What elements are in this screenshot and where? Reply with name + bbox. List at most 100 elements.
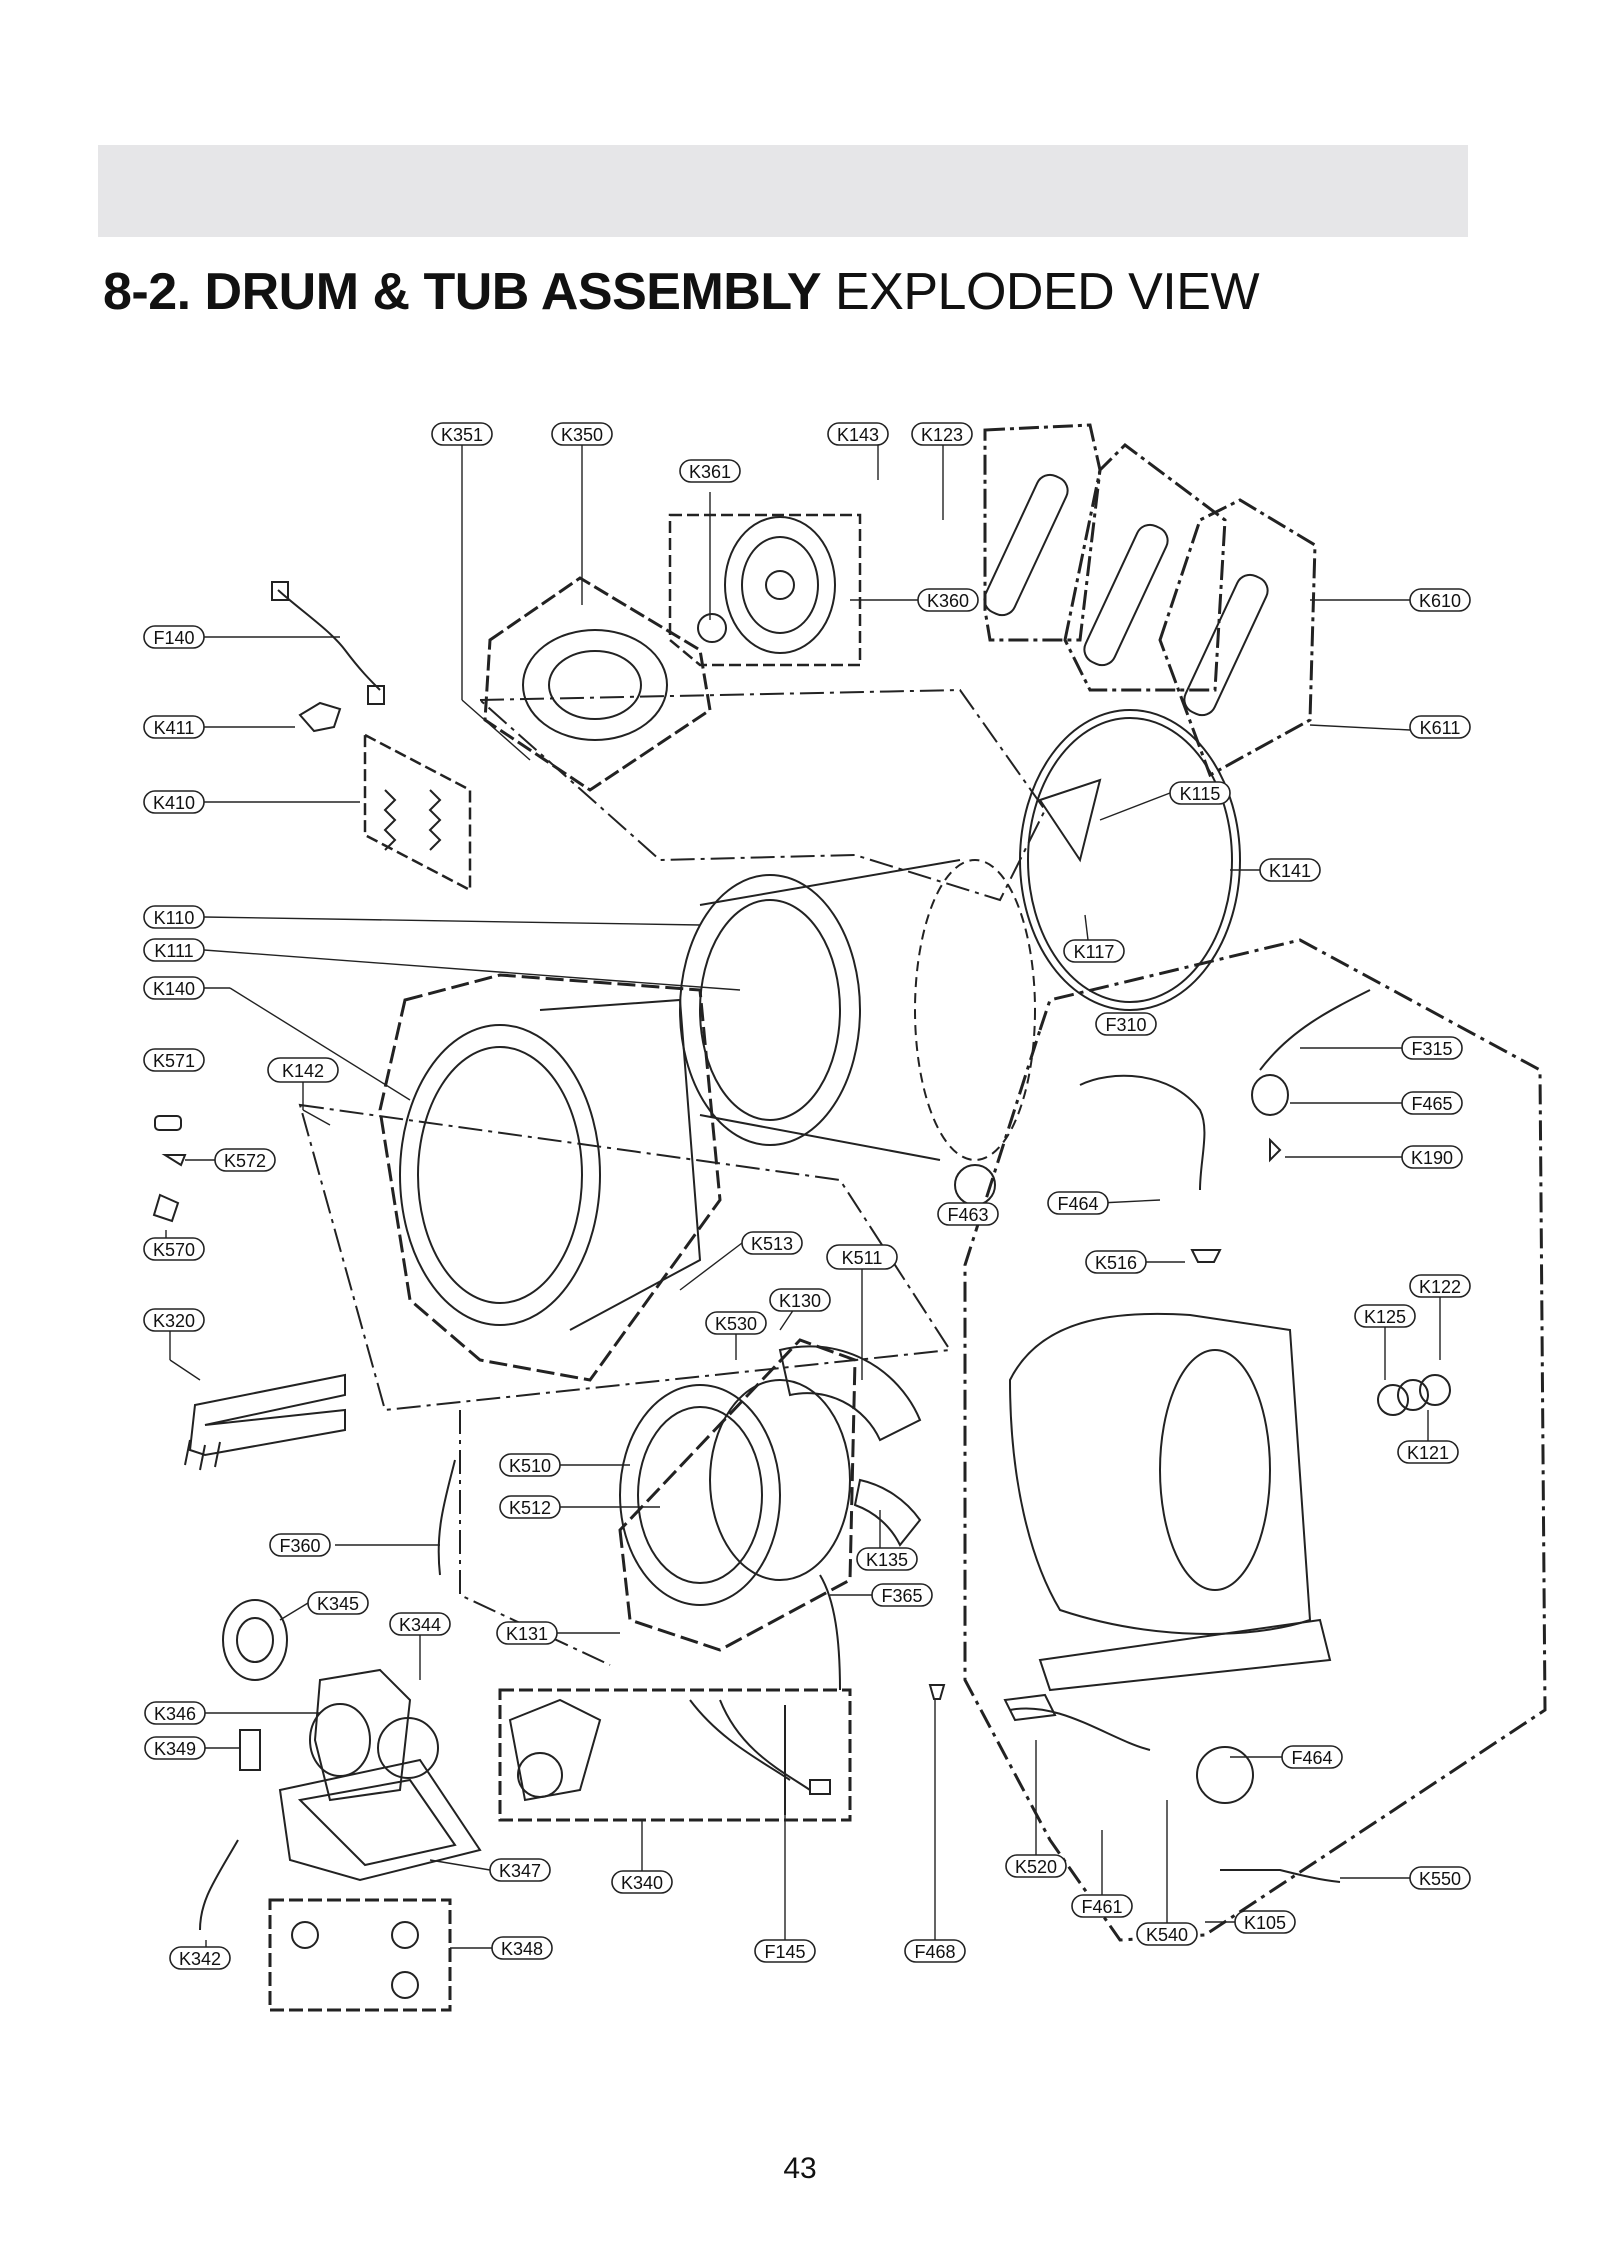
callout-K117: K117 — [1063, 939, 1125, 963]
callout-K110: K110 — [143, 905, 205, 929]
callout-K511-text: K511 — [842, 1248, 883, 1268]
callout-K411: K411 — [143, 715, 205, 739]
callout-K571: K571 — [143, 1048, 205, 1072]
callout-K122-text: K122 — [1419, 1277, 1461, 1297]
callout-K121-text: K121 — [1407, 1443, 1449, 1463]
callout-K140-text: K140 — [153, 979, 195, 999]
callout-F365-text: F365 — [881, 1586, 922, 1606]
callout-F461: F461 — [1071, 1894, 1133, 1918]
callout-K121: K121 — [1397, 1440, 1459, 1464]
callout-K530: K530 — [705, 1311, 767, 1335]
callout-F464-top: F464 — [1047, 1191, 1109, 1215]
callout-K320-text: K320 — [153, 1311, 195, 1331]
callout-K550: K550 — [1409, 1866, 1471, 1890]
callout-F315-text: F315 — [1411, 1039, 1452, 1059]
callout-F310-text: F310 — [1105, 1015, 1146, 1035]
callout-K143-text: K143 — [837, 425, 879, 445]
callout-F360: F360 — [269, 1533, 331, 1557]
callout-K345: K345 — [307, 1591, 369, 1615]
callout-K349-text: K349 — [154, 1739, 196, 1759]
callout-F464-bottom-text: F464 — [1291, 1748, 1332, 1768]
callout-K111-text: K111 — [154, 941, 193, 961]
callout-K361: K361 — [679, 459, 741, 483]
callout-K510: K510 — [499, 1453, 561, 1477]
callout-K115: K115 — [1169, 781, 1231, 805]
callout-K361-text: K361 — [689, 462, 731, 482]
callout-K347-text: K347 — [499, 1861, 541, 1881]
callout-K360: K360 — [917, 588, 979, 612]
callout-K140: K140 — [143, 976, 205, 1000]
callout-K572-text: K572 — [224, 1151, 266, 1171]
callout-F464-bottom: F464 — [1281, 1745, 1343, 1769]
callout-K570-text: K570 — [153, 1240, 195, 1260]
callout-F310: F310 — [1095, 1012, 1157, 1036]
title-section: 8-2. DRUM & TUB ASSEMBLY — [103, 263, 822, 321]
callout-K550-text: K550 — [1419, 1869, 1461, 1889]
callout-K342: K342 — [169, 1946, 231, 1970]
callout-F365: F365 — [871, 1583, 933, 1607]
callout-K347: K347 — [489, 1858, 551, 1882]
callout-F315: F315 — [1401, 1036, 1463, 1060]
callout-F360-text: F360 — [279, 1536, 320, 1556]
callout-F464-top-text: F464 — [1057, 1194, 1098, 1214]
callout-K411-text: K411 — [154, 718, 195, 738]
callout-F465-text: F465 — [1411, 1094, 1452, 1114]
callout-K571-text: K571 — [153, 1051, 195, 1071]
callout-K340: K340 — [611, 1870, 673, 1894]
callout-K130: K130 — [769, 1288, 831, 1312]
callout-F463: F463 — [937, 1202, 999, 1226]
callout-F145: F145 — [754, 1939, 816, 1963]
callout-K143: K143 — [827, 422, 889, 446]
callout-K344-text: K344 — [399, 1615, 441, 1635]
callout-K513-text: K513 — [751, 1234, 793, 1254]
callout-K345-text: K345 — [317, 1594, 359, 1614]
callout-K123-text: K123 — [921, 425, 963, 445]
callout-K122: K122 — [1409, 1274, 1471, 1298]
callout-K131-text: K131 — [506, 1624, 548, 1644]
callout-F468-text: F468 — [914, 1942, 955, 1962]
part-callouts: K351 K350 K143 K123 K361 K360 K610 F140 … — [143, 422, 1471, 1970]
leader-lines — [165, 445, 1441, 1958]
callout-K125-text: K125 — [1364, 1307, 1406, 1327]
callout-K513: K513 — [741, 1231, 803, 1255]
callout-K348-text: K348 — [501, 1939, 543, 1959]
callout-K349: K349 — [144, 1736, 206, 1760]
callout-K351-text: K351 — [441, 425, 483, 445]
callout-K520-text: K520 — [1015, 1857, 1057, 1877]
callout-K540-text: K540 — [1146, 1925, 1188, 1945]
callout-K125: K125 — [1354, 1304, 1416, 1328]
callout-K135: K135 — [856, 1547, 918, 1571]
callout-K610: K610 — [1409, 588, 1471, 612]
callout-K610-text: K610 — [1419, 591, 1461, 611]
callout-K346-text: K346 — [154, 1704, 196, 1724]
callout-K512-text: K512 — [509, 1498, 551, 1518]
header-band — [98, 145, 1468, 237]
callout-K105-text: K105 — [1244, 1913, 1286, 1933]
callout-K350: K350 — [551, 422, 613, 446]
callout-K351: K351 — [431, 422, 493, 446]
callout-K350-text: K350 — [561, 425, 603, 445]
page-number: 43 — [783, 2152, 817, 2185]
callout-K342-text: K342 — [179, 1949, 221, 1969]
callout-K190-text: K190 — [1411, 1148, 1453, 1168]
callout-K117-text: K117 — [1074, 942, 1115, 962]
callout-K520: K520 — [1005, 1854, 1067, 1878]
callout-K511: K511 — [826, 1244, 898, 1270]
callout-K516-text: K516 — [1095, 1253, 1137, 1273]
callout-K142-text: K142 — [282, 1061, 324, 1081]
callout-K540: K540 — [1136, 1922, 1198, 1946]
callout-K141-text: K141 — [1269, 861, 1311, 881]
parts-art — [152, 423, 1547, 2012]
callout-K611: K611 — [1409, 715, 1471, 739]
callout-K346: K346 — [144, 1701, 206, 1725]
callout-K410-text: K410 — [153, 793, 195, 813]
callout-K141: K141 — [1259, 858, 1321, 882]
callout-K115-text: K115 — [1180, 784, 1221, 804]
callout-K130-text: K130 — [779, 1291, 821, 1311]
callout-F463-text: F463 — [947, 1205, 988, 1225]
callout-K340-text: K340 — [621, 1873, 663, 1893]
callout-K570: K570 — [143, 1237, 205, 1261]
callout-K344: K344 — [389, 1612, 451, 1636]
title-subtitle: EXPLODED VIEW — [834, 263, 1260, 321]
callout-K516: K516 — [1085, 1250, 1147, 1274]
